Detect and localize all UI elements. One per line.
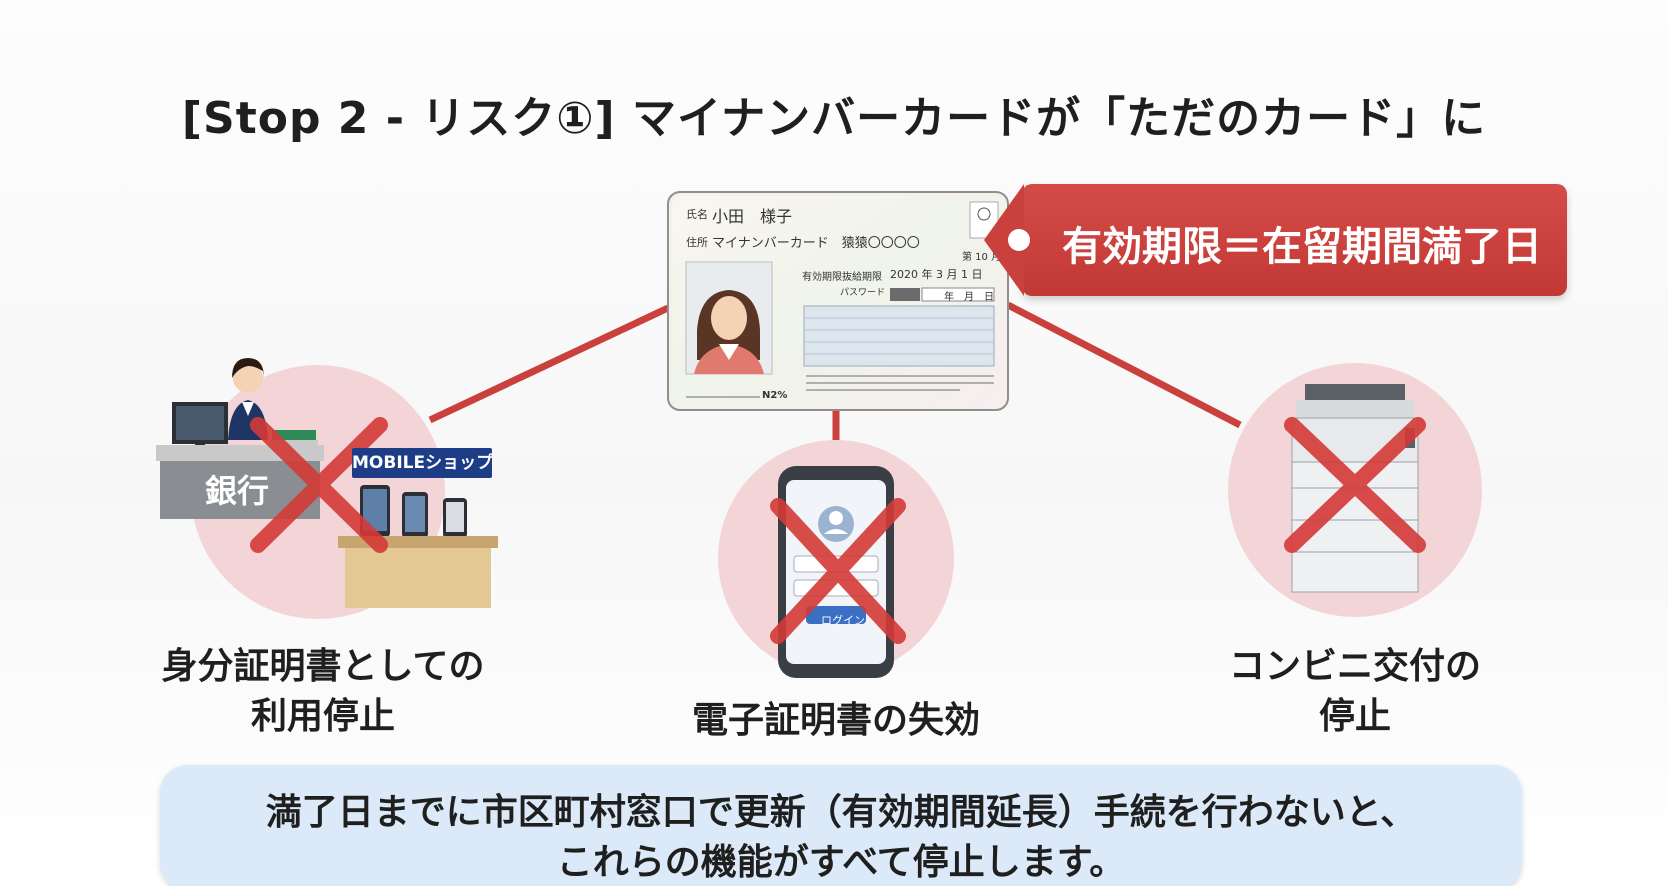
right-caption-line1: コンビニ交付の [1228, 646, 1481, 687]
notice-box: 満了日までに市区町村窓口で更新（有効期間延長）手続を行わないと、 これらの機能が… [160, 765, 1522, 886]
expiry-tag: 有効期限＝在留期間満了日 [984, 184, 1567, 296]
notice-line1: 満了日までに市区町村窓口で更新（有効期間延長）手続を行わないと、 [265, 792, 1417, 833]
card-bottom-code: N2% [762, 390, 788, 401]
right-caption: コンビニ交付の 停止 [1210, 642, 1500, 742]
card-date-fields: 年 月 日 [944, 292, 994, 303]
mobile-shop-sign: MOBILEショップ [352, 448, 492, 478]
center-caption: 電子証明書の失効 [691, 700, 980, 741]
expiry-tag-text: 有効期限＝在留期間満了日 [1062, 224, 1542, 270]
left-caption: 身分証明書としての 利用停止 [150, 642, 496, 742]
card-name-label: 氏名 [686, 208, 708, 221]
card-password-label: パスワード [840, 288, 886, 298]
card-name: 小田 様子 [712, 207, 793, 226]
mobile-shop-illustration [338, 485, 498, 608]
card-expiry-label: 有効期限抜給期限 [802, 272, 882, 283]
left-caption-line2: 利用停止 [250, 696, 395, 737]
right-caption-line2: 停止 [1318, 696, 1391, 737]
login-button-label: ログイン [821, 614, 865, 627]
card-address: マイナンバーカード 猿猿〇〇〇〇 [712, 236, 920, 251]
x-mark-center [770, 498, 906, 644]
connector-right [1006, 301, 1242, 429]
card-address-label: 住所 [686, 236, 708, 249]
connector-left [428, 304, 670, 424]
x-mark-right [1284, 417, 1426, 553]
bank-label: 銀行 [205, 472, 270, 510]
card-number-label: 第 10 月 [962, 252, 1002, 263]
x-mark-left [250, 417, 388, 553]
page-title: [Stop 2 - リスク①] マイナンバーカードが「ただのカード」に [181, 93, 1487, 144]
notice-line2: これらの機能がすべて停止します。 [556, 842, 1126, 883]
card-expiry-date: 2020 年 3 月 1 日 [890, 268, 983, 281]
tag-hole [1008, 229, 1030, 251]
my-number-card [667, 191, 1009, 411]
left-caption-line1: 身分証明書としての [161, 646, 485, 687]
